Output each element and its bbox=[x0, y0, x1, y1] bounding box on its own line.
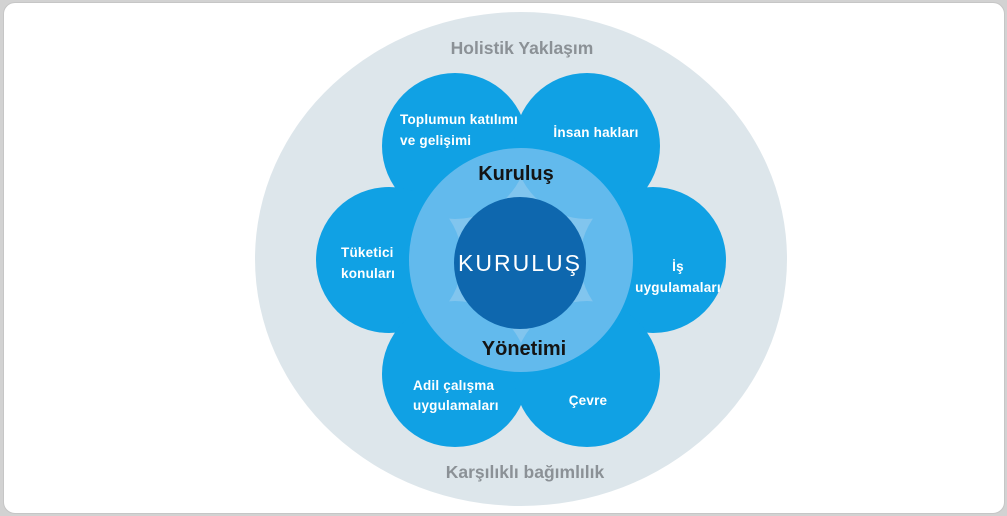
petal-label-line: Toplumun katılımı bbox=[400, 112, 518, 127]
interdependence-label: Karşılıklı bağımlılık bbox=[445, 462, 605, 482]
petal-label-line: İş uygulamaları bbox=[635, 259, 721, 295]
diagram-card: KURULUŞ Holistik Yaklaşım Karşılıklı bağ… bbox=[3, 2, 1005, 514]
holistic-approach-label: Holistik Yaklaşım bbox=[450, 38, 594, 58]
core-label: KURULUŞ bbox=[458, 249, 582, 276]
petal-label-line: ve gelişimi bbox=[400, 133, 472, 148]
petal-label-human-rights: İnsan hakları bbox=[544, 122, 648, 143]
petal-label-line: Tüketici bbox=[341, 245, 394, 260]
petal-label-community-involvement: Toplumun katılımı ve gelişimi bbox=[400, 109, 518, 151]
petal-label-consumer-issues: Tüketici konuları bbox=[341, 242, 395, 284]
petal-label-line: Adil çalışma bbox=[413, 378, 495, 393]
petal-label-environment: Çevre bbox=[560, 390, 616, 411]
petal-label-line: Çevre bbox=[568, 393, 608, 408]
core-circle: KURULUŞ bbox=[454, 197, 586, 329]
organization-word-label: Kuruluş bbox=[478, 163, 554, 185]
petal-label-business-practices: İş uygulamaları bbox=[632, 256, 724, 298]
governance-word-label: Yönetimi bbox=[481, 338, 567, 360]
petal-label-fair-labor-practices: Adil çalışma uygulamaları bbox=[413, 376, 499, 416]
petal-label-line: konuları bbox=[341, 266, 396, 281]
iso26000-flower-diagram: KURULUŞ Holistik Yaklaşım Karşılıklı bağ… bbox=[4, 3, 1004, 513]
petal-label-line: İnsan hakları bbox=[553, 125, 639, 140]
petal-label-line: uygulamaları bbox=[413, 398, 499, 413]
